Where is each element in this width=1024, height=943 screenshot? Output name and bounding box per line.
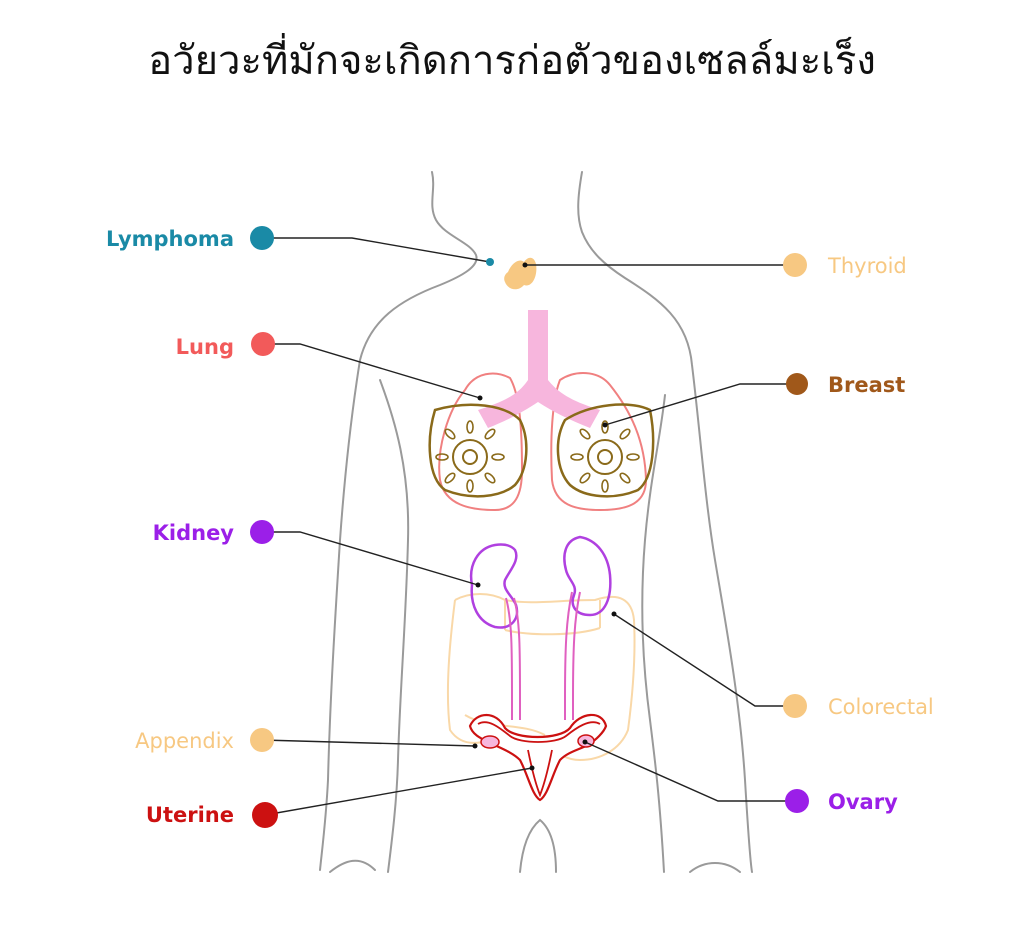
page-title: อวัยวะที่มักจะเกิดการก่อตัวของเซลล์มะเร็… bbox=[148, 38, 876, 84]
trachea-shape bbox=[478, 310, 600, 428]
lung-dot bbox=[251, 332, 275, 356]
ovary-label: Ovary bbox=[828, 790, 898, 814]
left-ovary bbox=[480, 735, 500, 749]
thyroid-dot bbox=[783, 253, 807, 277]
kidney-dot bbox=[250, 520, 274, 544]
colorectal-dot bbox=[783, 694, 807, 718]
thyroid-shape bbox=[504, 257, 537, 290]
ureters bbox=[505, 591, 581, 720]
lymph-node-marker bbox=[486, 258, 494, 266]
appendix-label: Appendix bbox=[135, 729, 234, 753]
appendix-dot bbox=[250, 728, 274, 752]
thyroid-label: Thyroid bbox=[827, 254, 907, 278]
lymphoma-dot bbox=[250, 226, 274, 250]
colorectal-label: Colorectal bbox=[828, 695, 934, 719]
leader-lines bbox=[261, 237, 797, 816]
uterine-dot bbox=[252, 802, 278, 828]
lymphoma-label: Lymphoma bbox=[106, 227, 234, 251]
breast-dot bbox=[786, 373, 808, 395]
left-breast bbox=[428, 403, 528, 498]
right-lung-outline bbox=[550, 372, 648, 512]
lung-label: Lung bbox=[176, 335, 234, 359]
right-breast bbox=[556, 403, 655, 498]
left-lung-outline bbox=[438, 372, 524, 512]
body-outline bbox=[319, 171, 753, 873]
kidney-label: Kidney bbox=[153, 521, 235, 545]
breast-label: Breast bbox=[828, 373, 905, 397]
uterine-label: Uterine bbox=[146, 803, 234, 827]
uterus bbox=[468, 713, 608, 802]
right-kidney bbox=[563, 535, 612, 617]
colon-shape bbox=[446, 593, 636, 762]
ovary-dot bbox=[785, 789, 809, 813]
